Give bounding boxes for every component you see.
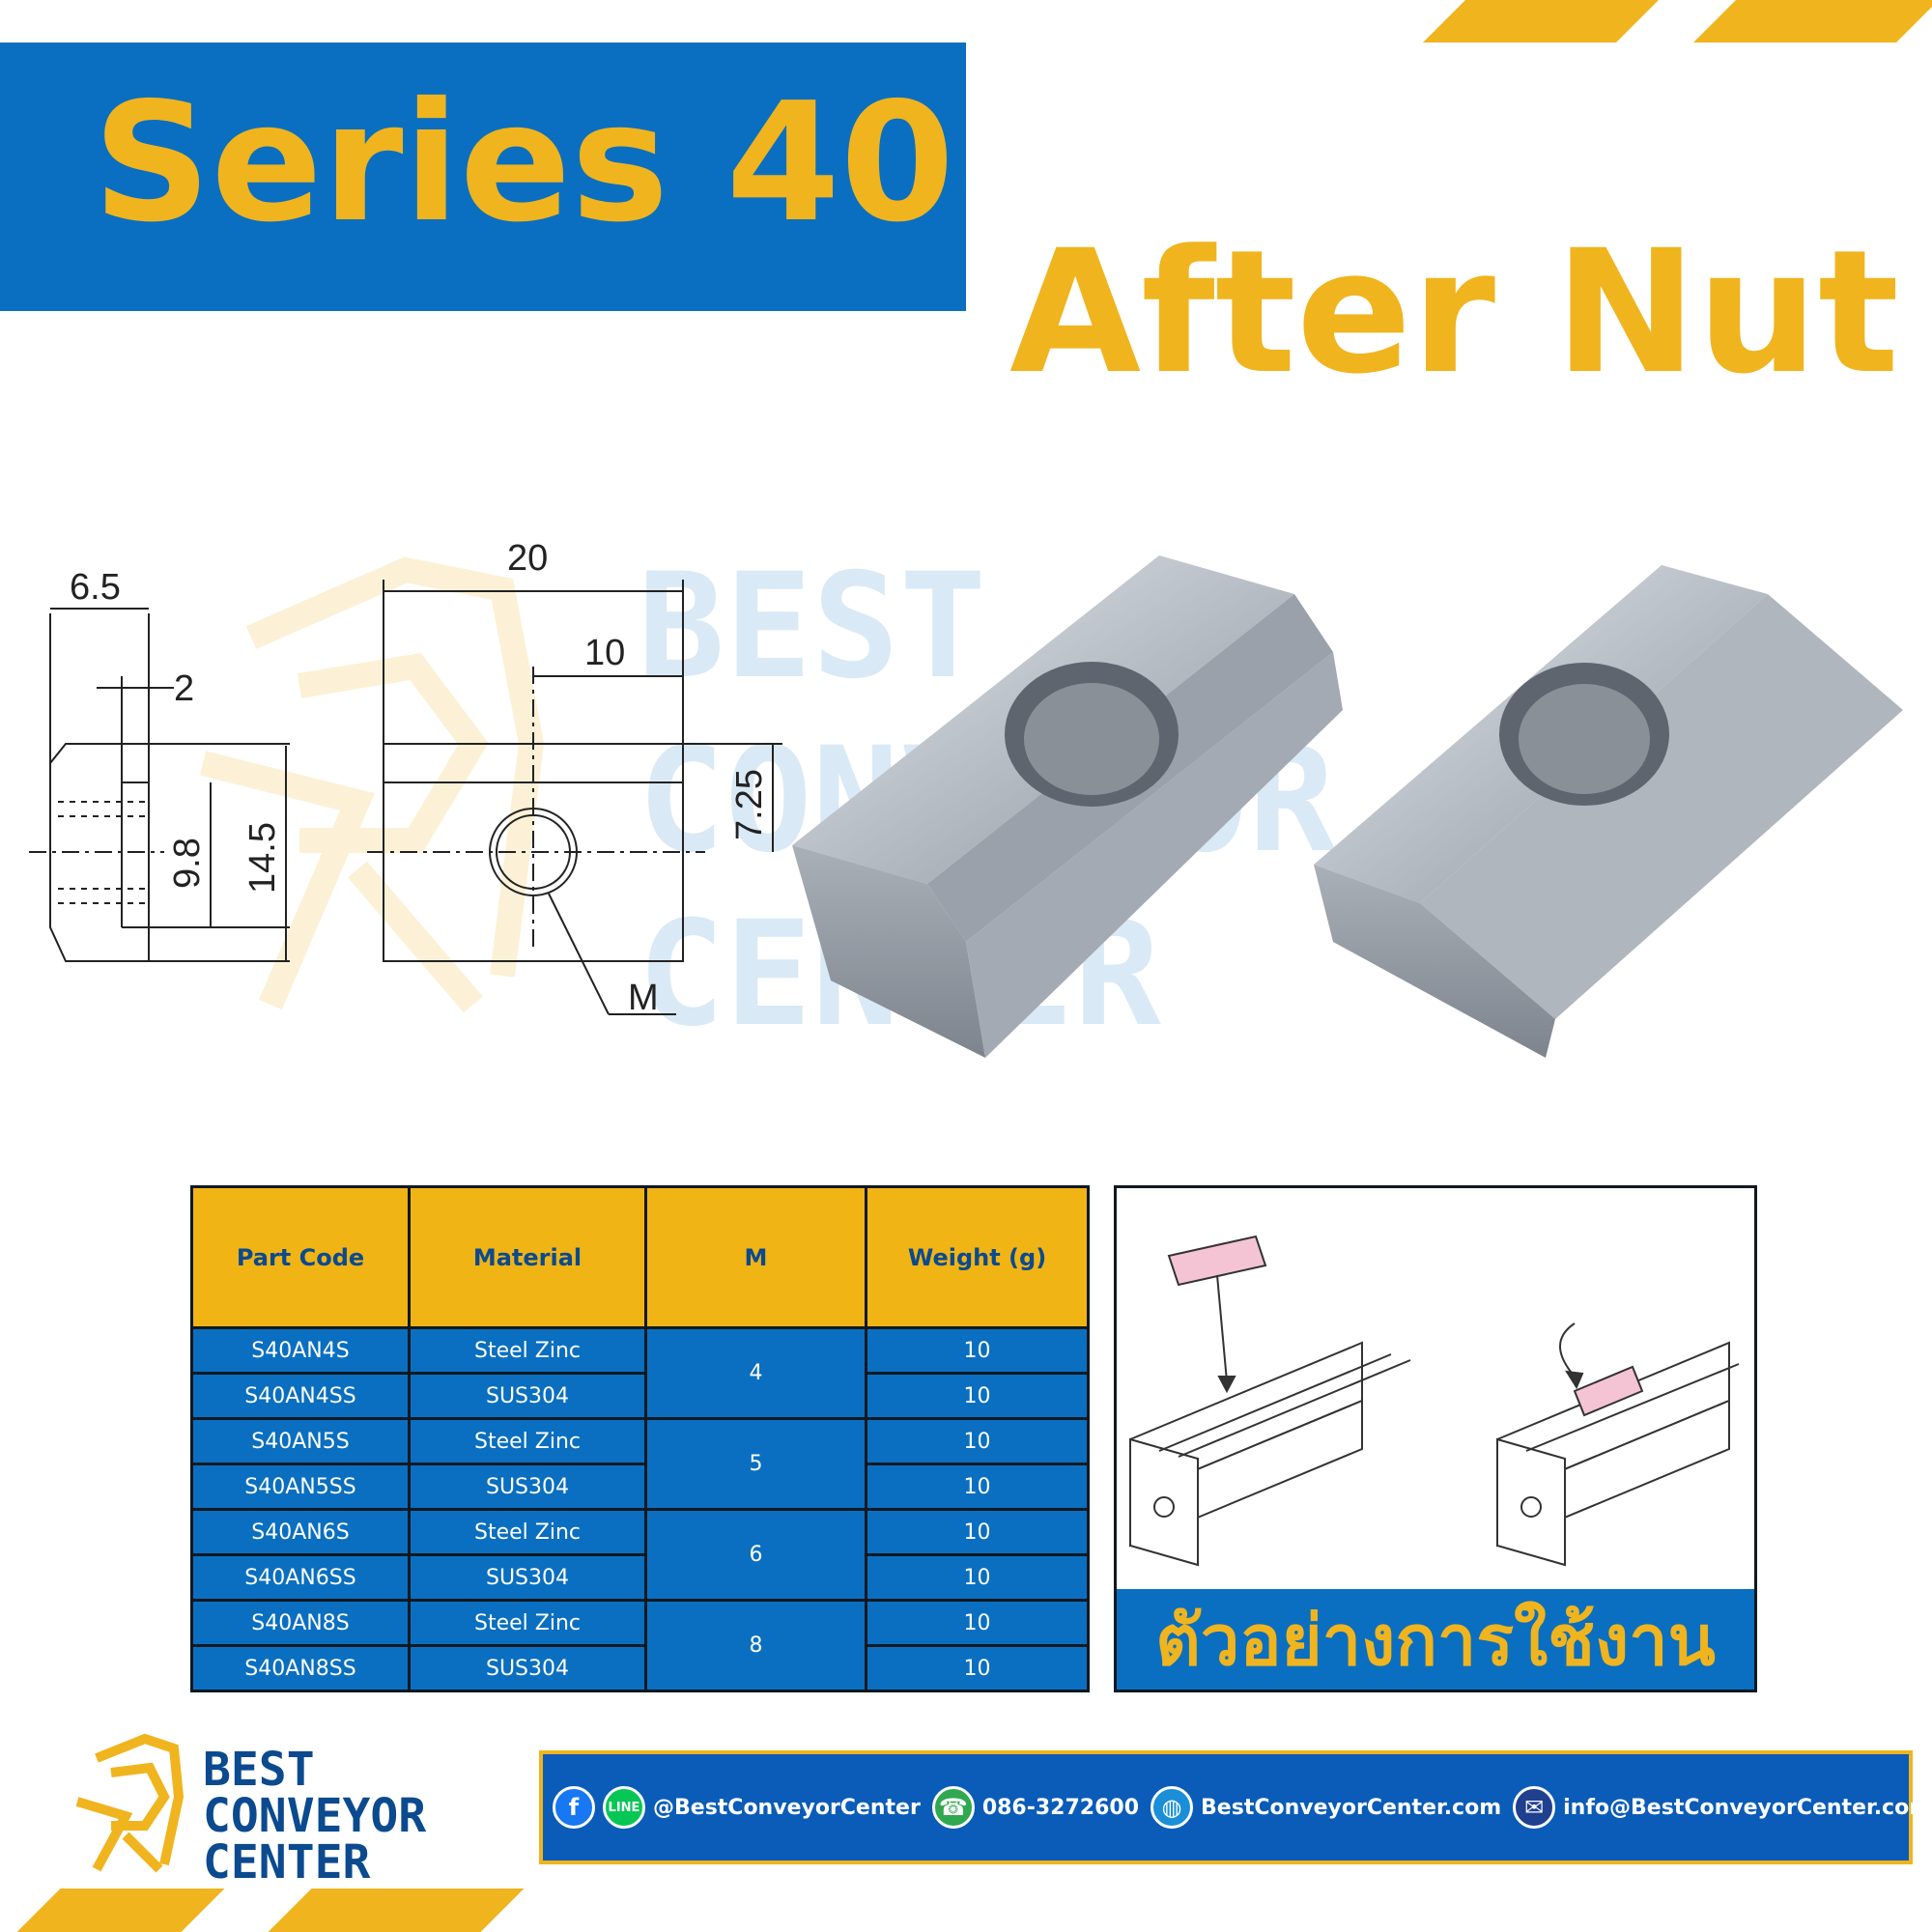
website-contact[interactable]: ◍ BestConveyorCenter.com — [1151, 1786, 1501, 1829]
weight-cell: 10 — [865, 1553, 1090, 1602]
dim-inner-height: 9.8 — [167, 838, 208, 889]
social-handle: @BestConveyorCenter — [653, 1795, 921, 1820]
watermark-line1: BEST — [638, 551, 986, 711]
series-title: Series 40 — [93, 68, 955, 259]
table-row: S40AN8S Steel Zinc 8 10 — [190, 1599, 1090, 1692]
weight-cell: 10 — [865, 1463, 1090, 1511]
table-row: S40AN6SS SUS304 10 — [190, 1553, 1090, 1602]
dim-total-height: 14.5 — [242, 822, 283, 894]
nut-left — [1167, 1235, 1267, 1394]
weight-cell: 10 — [865, 1372, 1090, 1420]
material-cell: Steel Zinc — [408, 1599, 647, 1647]
dim-length: 20 — [507, 538, 548, 579]
header-weight: Weight (g) — [865, 1185, 1090, 1329]
globe-icon: ◍ — [1151, 1786, 1194, 1829]
mail-icon: ✉ — [1513, 1786, 1556, 1829]
dim-thread-label: M — [628, 978, 659, 1018]
material-cell: SUS304 — [408, 1372, 647, 1420]
phone-contact[interactable]: ☎ 086-3272600 — [931, 1786, 1140, 1829]
table-row: S40AN4SS SUS304 10 — [190, 1372, 1090, 1420]
header-material: Material — [408, 1185, 647, 1329]
technical-drawing: 6.5 2 9.8 14.5 20 10 7.25 M — [29, 538, 782, 1018]
table-row: S40AN4S Steel Zinc 4 10 — [190, 1326, 1090, 1420]
part-code-cell: S40AN8SS — [190, 1644, 411, 1692]
phone-number: 086-3272600 — [981, 1795, 1140, 1820]
part-code-cell: S40AN6SS — [190, 1553, 411, 1602]
profile-left — [1129, 1341, 1411, 1567]
m-cell: 5 — [644, 1417, 867, 1511]
table-row: S40AN5SS SUS304 10 — [190, 1463, 1090, 1511]
social-contact[interactable]: f LINE @BestConveyorCenter — [553, 1786, 921, 1829]
logo-line1: BEST — [203, 1743, 315, 1797]
profile-right — [1496, 1322, 1740, 1567]
header-m: M — [644, 1185, 867, 1329]
part-code-cell: S40AN8S — [190, 1599, 411, 1647]
material-cell: Steel Zinc — [408, 1508, 647, 1556]
website-link[interactable]: BestConveyorCenter.com — [1201, 1795, 1502, 1820]
weight-cell: 10 — [865, 1508, 1090, 1556]
top-right-stripe-2 — [1693, 0, 1932, 43]
weight-cell: 10 — [865, 1644, 1090, 1692]
part-code-cell: S40AN5S — [190, 1417, 411, 1465]
line-icon: LINE — [603, 1786, 645, 1829]
part-code-cell: S40AN4S — [190, 1326, 411, 1375]
material-cell: SUS304 — [408, 1463, 647, 1511]
after-nut-1 — [792, 555, 1343, 1058]
phone-icon: ☎ — [931, 1786, 975, 1829]
logo-line2: CONVEYOR — [203, 1789, 427, 1843]
m-cell: 6 — [644, 1508, 867, 1602]
logo-line3: CENTER — [203, 1835, 371, 1889]
part-code-cell: S40AN4SS — [190, 1372, 411, 1420]
table-row: S40AN8SS SUS304 10 — [190, 1644, 1090, 1692]
brand-logo-text: BEST CONVEYOR CENTER — [203, 1747, 426, 1886]
brand-horse-logo — [75, 1733, 185, 1873]
contact-bar: f LINE @BestConveyorCenter ☎ 086-3272600… — [539, 1750, 1931, 1864]
material-cell: Steel Zinc — [408, 1417, 647, 1465]
product-photo — [792, 555, 1903, 1058]
table-header-row: Part Code Material M Weight (g) — [190, 1185, 1090, 1329]
weight-cell: 10 — [865, 1326, 1090, 1375]
weight-cell: 10 — [865, 1599, 1090, 1647]
usage-caption: ตัวอย่างการใช้งาน — [1117, 1589, 1754, 1690]
usage-illustration — [1129, 1235, 1740, 1567]
facebook-icon: f — [553, 1786, 595, 1829]
part-code-cell: S40AN5SS — [190, 1463, 411, 1511]
spec-table: Part Code Material M Weight (g) S40AN4S … — [190, 1185, 1090, 1692]
dim-hole-offset: 10 — [584, 633, 625, 673]
after-nut-2 — [1314, 565, 1903, 1058]
m-cell: 8 — [644, 1599, 867, 1692]
material-cell: SUS304 — [408, 1553, 647, 1602]
part-code-cell: S40AN6S — [190, 1508, 411, 1556]
title-banner — [0, 43, 966, 311]
side-view-outline — [49, 743, 150, 962]
table-row: S40AN5S Steel Zinc 5 10 — [190, 1417, 1090, 1511]
header-part-code: Part Code — [190, 1185, 411, 1329]
m-cell: 4 — [644, 1326, 867, 1420]
email-contact[interactable]: ✉ info@BestConveyorCenter.com — [1513, 1786, 1931, 1829]
email-address[interactable]: info@BestConveyorCenter.com — [1563, 1795, 1932, 1820]
table-row: S40AN6S Steel Zinc 6 10 — [190, 1508, 1090, 1602]
dim-hole-height: 7.25 — [729, 769, 770, 840]
bottom-left-stripe-1 — [16, 1889, 225, 1932]
dim-flange: 2 — [174, 668, 194, 709]
weight-cell: 10 — [865, 1417, 1090, 1465]
dim-width-side: 6.5 — [70, 567, 121, 608]
top-right-stripe-1 — [1423, 0, 1659, 43]
product-name: After Nut — [1009, 213, 1900, 412]
material-cell: SUS304 — [408, 1644, 647, 1692]
bottom-left-stripe-2 — [268, 1889, 525, 1932]
material-cell: Steel Zinc — [408, 1326, 647, 1375]
